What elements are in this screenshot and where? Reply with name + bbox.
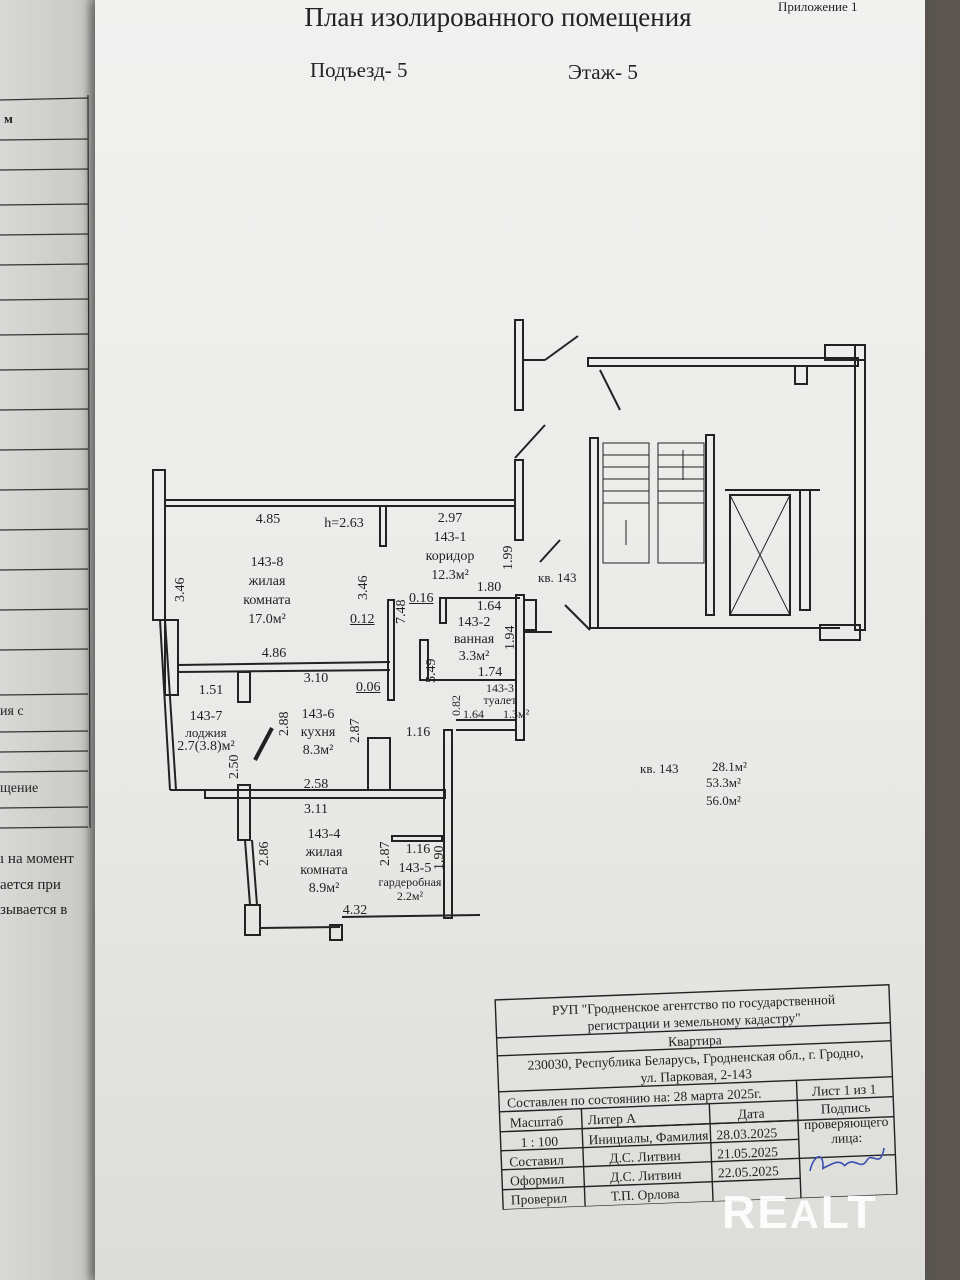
dimension: 2.58 (303, 777, 329, 792)
dimension: 2.88 (277, 711, 292, 737)
room-area: 8.9м² (308, 881, 340, 896)
dimension: 1.51 (198, 683, 224, 698)
dimension: 1.74 (477, 665, 503, 680)
summary-total-area: 53.3м² (706, 775, 741, 790)
role: Оформил (509, 1171, 565, 1189)
left-page: м ия с щение ı на момент ается при зывае… (0, 0, 100, 1280)
room-area: 17.0м² (248, 612, 286, 627)
room-area: 2.2м² (396, 889, 424, 903)
date: 28.03.2025 (716, 1125, 778, 1143)
date: 22.05.2025 (717, 1163, 779, 1181)
room-area: 8.3м² (302, 743, 334, 758)
dimension: 0.06 (356, 680, 381, 695)
dimension: 4.85 (255, 512, 281, 527)
left-page-text: щение (0, 781, 39, 796)
dimension: 1.64 (463, 707, 484, 721)
object-type: Квартира (667, 1032, 722, 1050)
scale-label: Масштаб (509, 1113, 564, 1131)
room-area: 1.3м² (503, 707, 530, 721)
dimension: 4.86 (261, 646, 287, 661)
dimension: 1.80 (476, 580, 502, 595)
floor-label: Этаж- 5 (568, 60, 638, 84)
role: Проверил (510, 1190, 568, 1208)
date: 21.05.2025 (716, 1144, 779, 1162)
room-name: гардеробная (378, 875, 442, 889)
realt-watermark-logo: REALT (722, 1186, 878, 1238)
ceiling-height: h=2.63 (324, 516, 364, 531)
room-id: 143-2 (457, 615, 491, 630)
liter: Литер А (587, 1110, 637, 1128)
room-name: туалет (483, 693, 517, 707)
entrance-label: Подъезд- 5 (310, 58, 408, 82)
person-name: Д.С. Литвин (609, 1166, 682, 1185)
dimension: 0.16 (409, 591, 434, 606)
dimension: 2.86 (257, 841, 272, 867)
dimension: 0.82 (449, 695, 463, 716)
room-id: 143-5 (398, 861, 432, 876)
room-name: комната (300, 863, 348, 878)
dimension: 1.16 (405, 725, 431, 740)
left-page-text: зывается в (0, 902, 68, 918)
dimension: 1.64 (476, 599, 502, 614)
room-id: 143-4 (307, 827, 341, 842)
room-name: кухня (300, 725, 336, 740)
summary-living-area: 28.1м² (712, 759, 747, 774)
room-id: 143-3 (486, 681, 514, 695)
summary-total-with-loggia: 56.0м² (706, 793, 741, 808)
room-id: 143-8 (250, 555, 284, 570)
room-id: 143-1 (433, 530, 467, 545)
dimension: 2.50 (227, 754, 242, 780)
left-page-text: ия с (0, 704, 24, 719)
date-header: Дата (737, 1105, 765, 1122)
dimension: 1.94 (503, 625, 518, 651)
room-name: лоджия (185, 725, 227, 740)
room-area: 2.7(3.8)м² (177, 739, 235, 754)
dimension: 2.87 (378, 841, 393, 867)
sheet-number: Лист 1 из 1 (811, 1081, 877, 1099)
dimension: 1.99 (501, 545, 516, 571)
appendix-label: Приложение 1 (778, 0, 858, 14)
signature (809, 1147, 885, 1172)
dimension: 3.11 (304, 802, 328, 817)
dimension: 2.87 (348, 718, 363, 744)
dimension: 2.97 (437, 511, 463, 526)
title-block: РУП "Гродненское агентство по государств… (492, 955, 901, 1210)
dimension: 1.16 (405, 842, 431, 857)
room-area: 12.3м² (431, 568, 469, 583)
room-name: жилая (248, 574, 286, 589)
person-name: Т.П. Орлова (610, 1185, 680, 1204)
dimension: 4.32 (342, 903, 368, 918)
dimension: 3.46 (173, 577, 188, 603)
document-page (95, 0, 925, 1280)
dimension: 3.46 (356, 575, 371, 601)
left-page-text: ı на момент (0, 851, 74, 867)
page-title: План изолированного помещения (304, 2, 692, 32)
dimension: 1.90 (432, 845, 447, 871)
summary-label: кв. 143 (640, 761, 679, 776)
room-name: ванная (453, 632, 495, 647)
role: Составил (509, 1152, 565, 1170)
left-page-text: м (4, 111, 13, 126)
left-page-table-lines (0, 94, 91, 829)
apartment-label: кв. 143 (538, 570, 577, 585)
room-area: 3.3м² (458, 649, 490, 664)
person-name: Д.С. Литвин (609, 1147, 681, 1166)
title-block-grid (494, 984, 898, 1210)
room-id: 143-7 (189, 709, 223, 724)
room-name: комната (243, 593, 291, 608)
left-page-text: ается при (0, 877, 61, 893)
dimension: 0.12 (350, 612, 375, 627)
scale-value: 1 : 100 (520, 1133, 559, 1151)
room-id: 143-6 (301, 707, 335, 722)
room-name: жилая (305, 845, 343, 860)
room-name: коридор (425, 549, 475, 564)
dimension: 3.10 (303, 671, 329, 686)
dimension: 7.48 (394, 599, 409, 625)
dimension: 5.49 (424, 658, 439, 684)
